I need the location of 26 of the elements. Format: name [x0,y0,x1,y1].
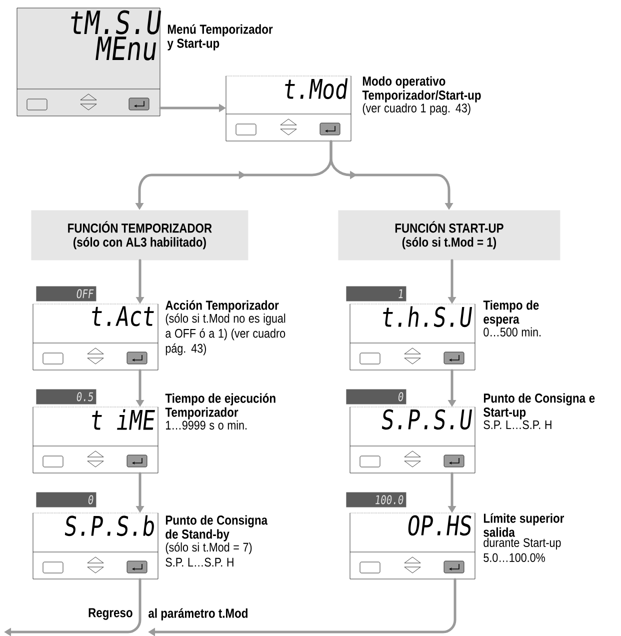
description-text: Punto de Consigna de Stand-by (sólo si t.Mod = 7) S.P. L…S.P. H [166,515,268,567]
description-text: Tiempo de ejecución Temporizador 1…9999 s o min. [165,393,276,430]
display-unit: t.Mod [226,76,352,142]
description-text: Punto de Consigna e Start-up S.P. L…S.P. H [484,393,595,430]
function-box: FUNCIÓN START-UP (sólo si t.Mod = 1) [338,210,560,260]
return-label: Regreso [88,608,132,620]
description-text: Tiempo de espera 0…500 min. [483,300,541,336]
description-text: Menú Temporizador y Start-up [167,24,273,50]
value-badge: OFF [36,286,96,302]
return-label: al parámetro t.Mod [148,608,248,620]
display-unit: S.P.S.b [32,512,158,580]
value-badge: 0 [346,389,406,404]
display-unit: tM.S.U MEnu [16,8,162,116]
value-badge: 1 [346,286,406,302]
display-unit: S.P.S.U [350,406,476,474]
value-badge: 100.0 [346,492,406,508]
value-badge: 0 [36,492,96,508]
function-box: FUNCIÓN TEMPORIZADOR (sólo con AL3 habilitado) [31,210,248,260]
value-badge: 0.5 [36,389,96,404]
display-unit: OP.HS [350,512,476,580]
display-unit: t iME [32,406,158,474]
display-unit: t.Act [32,304,158,370]
description-text: Límite superior salida durante Start-up 5.0…100.0% [484,513,564,562]
display-unit: t.h.S.U [350,304,476,370]
description-text: Acción Temporizador (sólo si t.Mod no es igual a OFF ó a 1) (ver cuadro pág. 43) [165,300,286,356]
description-text: Modo operativo Temporizador/Start-up (ver cuadro 1 pag. 43) [362,76,481,115]
